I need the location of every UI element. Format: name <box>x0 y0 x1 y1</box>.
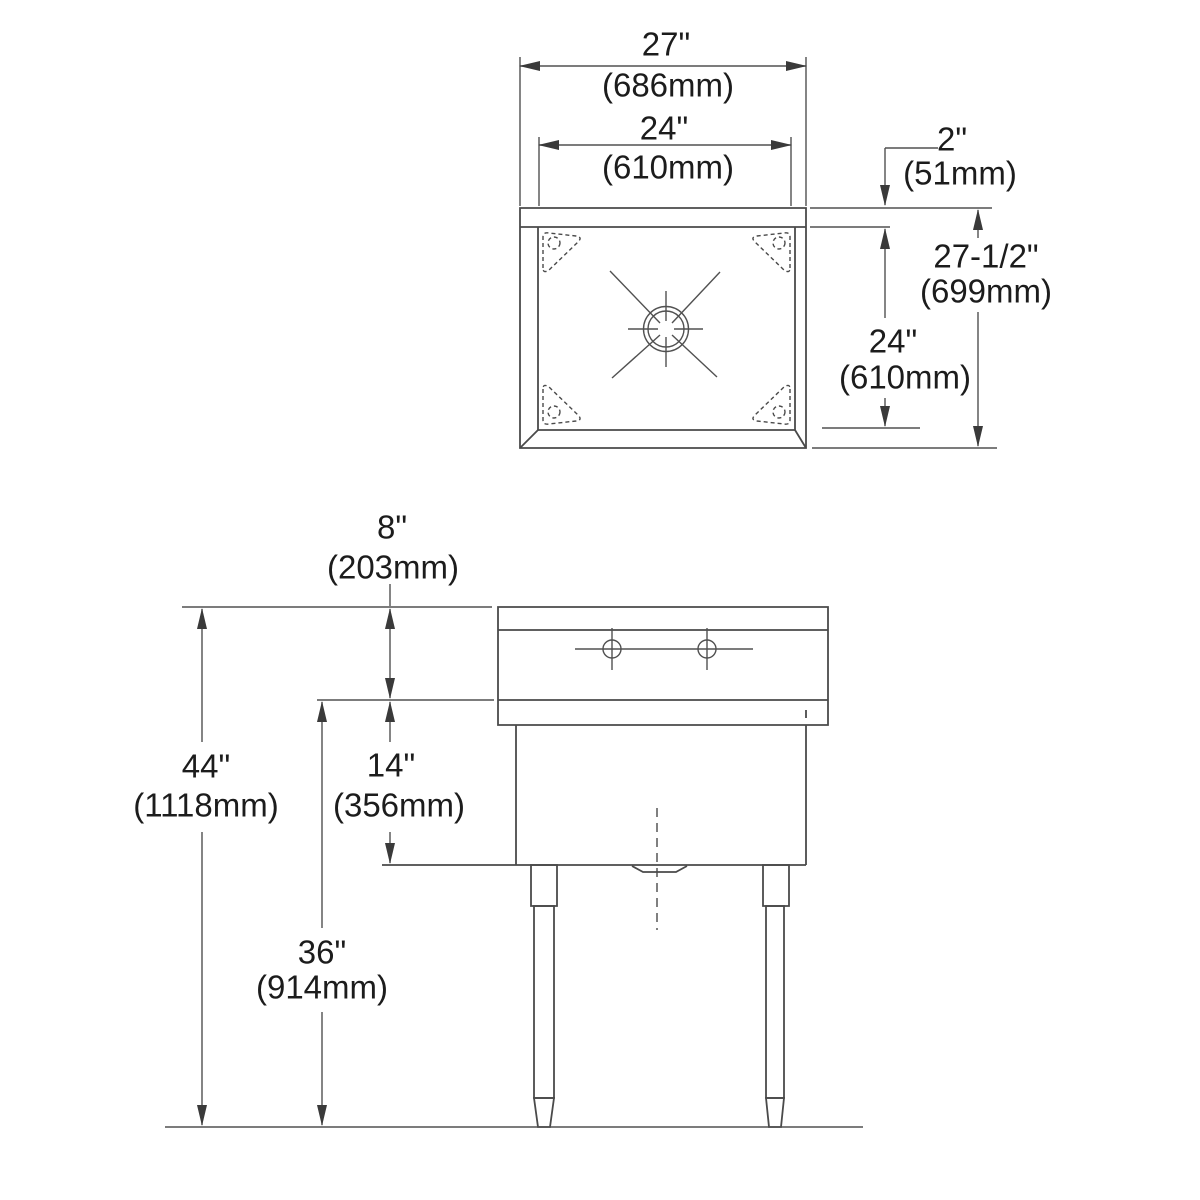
label-working-height-mm: (914mm) <box>255 968 389 1006</box>
label-bowl-height-mm: (356mm) <box>332 786 466 824</box>
gusset-hole-top-left-icon <box>548 237 560 249</box>
sink-outer-rim <box>520 208 806 448</box>
label-bowl-width-in: 24" <box>639 109 689 147</box>
right-leg <box>763 865 789 1127</box>
left-leg-socket <box>531 865 557 906</box>
right-adjustable-foot <box>766 1098 784 1127</box>
label-backsplash-in: 8" <box>376 508 408 546</box>
right-leg-socket <box>763 865 789 906</box>
right-leg-shaft <box>766 906 784 1098</box>
drain-boss <box>632 866 687 872</box>
gusset-hole-bottom-right-icon <box>773 406 785 418</box>
dim-bowl-width <box>538 137 792 206</box>
label-overall-width-mm: (686mm) <box>601 66 735 104</box>
faucet-holes-icon <box>575 628 753 670</box>
gusset-bottom-right-icon <box>753 385 790 424</box>
dim-rear-ledge <box>880 148 938 206</box>
drain-icon <box>610 271 720 378</box>
gusset-top-right-icon <box>753 233 790 272</box>
front-view <box>165 584 863 1127</box>
label-rear-ledge-mm: (51mm) <box>903 154 1017 192</box>
dim-overall-width <box>519 57 807 206</box>
gusset-hole-top-right-icon <box>773 237 785 249</box>
label-overall-depth-mm: (699mm) <box>919 272 1053 310</box>
splash-top-section <box>498 607 828 725</box>
gusset-bottom-left-icon <box>543 385 580 424</box>
left-leg <box>531 865 557 1127</box>
label-bowl-width-mm: (610mm) <box>601 148 735 186</box>
corner-gussets <box>543 233 790 424</box>
label-bowl-depth-in: 24" <box>868 322 918 360</box>
label-overall-depth-in: 27-1/2" <box>933 237 1039 275</box>
label-backsplash-mm: (203mm) <box>326 548 460 586</box>
top-view <box>519 57 997 448</box>
label-overall-height-mm: (1118mm) <box>133 786 279 824</box>
label-bowl-depth-mm: (610mm) <box>838 358 972 396</box>
gusset-top-left-icon <box>543 233 580 272</box>
bowl-corner-bevel-right <box>795 430 806 448</box>
label-rear-ledge-in: 2" <box>936 120 968 158</box>
left-leg-shaft <box>534 906 554 1098</box>
left-adjustable-foot <box>534 1098 554 1127</box>
gusset-hole-bottom-left-icon <box>548 406 560 418</box>
bowl-corner-bevel-left <box>520 430 538 448</box>
label-working-height-in: 36" <box>297 933 347 971</box>
label-overall-height-in: 44" <box>181 747 231 785</box>
label-overall-width-in: 27" <box>641 25 691 63</box>
label-bowl-height-in: 14" <box>366 746 416 784</box>
